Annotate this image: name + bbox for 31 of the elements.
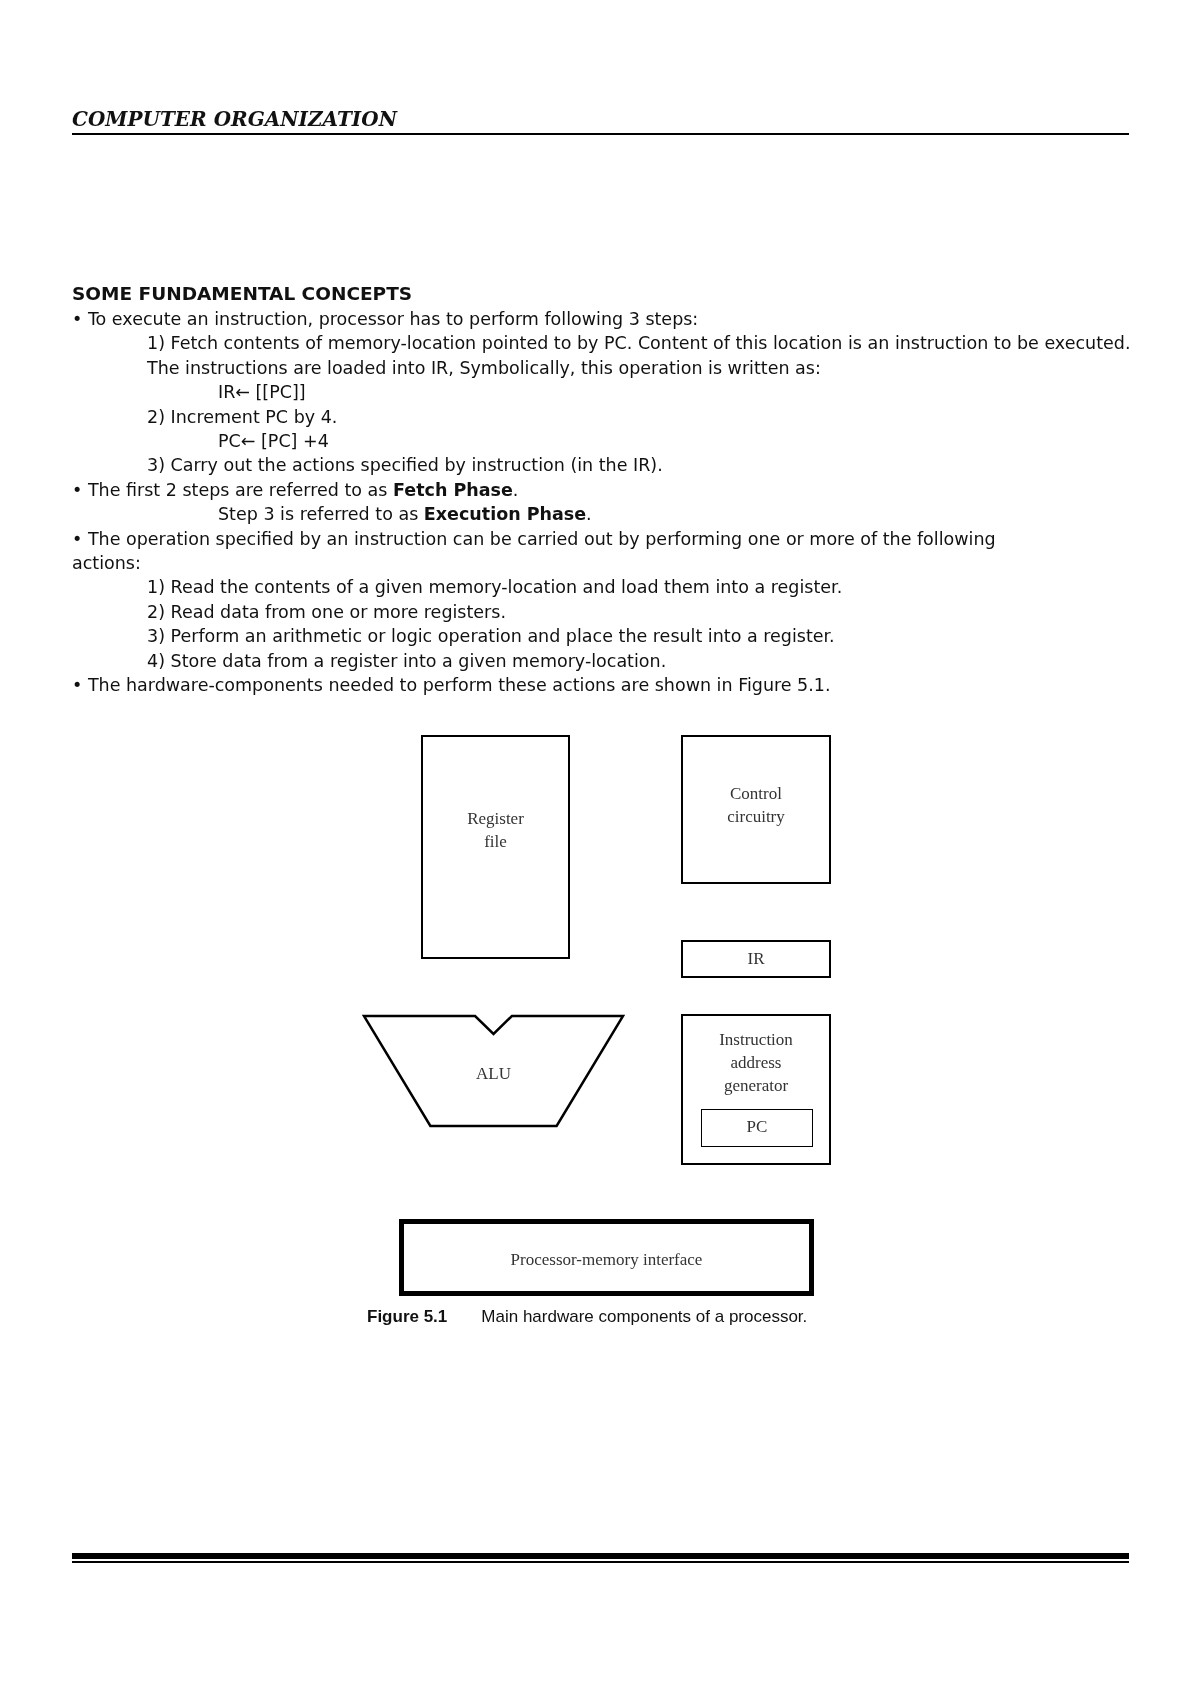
paragraph: 4) Store data from a register into a given memory-location.	[147, 649, 668, 673]
component-label: ALU	[475, 1063, 512, 1085]
running-header: COMPUTER ORGANIZATION	[72, 106, 397, 132]
figure-caption: Figure 5.1 Main hardware components of a processor.	[367, 1306, 808, 1328]
paragraph: • The hardware-components needed to perform these actions are shown in Figure 5.1.	[72, 674, 832, 697]
component-label: Register file	[466, 808, 525, 853]
paragraph: 2) Increment PC by 4.	[147, 405, 339, 429]
component-label: Instruction address generator	[718, 1029, 794, 1097]
component-box	[701, 1109, 813, 1147]
paragraph: Step 3 is referred to as Execution Phase.	[218, 503, 593, 527]
paragraph: 1) Read the contents of a given memory-location and load them into a register.	[147, 576, 844, 600]
component-label: Control circuitry	[726, 783, 786, 828]
paragraph: 3) Perform an arithmetic or logic operation and place the result into a register.	[147, 625, 836, 649]
paragraph: • To execute an instruction, processor has to perform following 3 steps:	[72, 308, 700, 331]
section-heading: SOME FUNDAMENTAL CONCEPTS	[72, 282, 413, 306]
paragraph: PC← [PC] +4	[218, 430, 330, 453]
component-label: IR	[746, 948, 766, 970]
paragraph: 2) Read data from one or more registers.	[147, 600, 507, 624]
component-box	[681, 1014, 831, 1165]
paragraph: 1) Fetch contents of memory-location pointed to by PC. Content of this location is an instruction to be executed. The instructions are loaded into IR, Symbolically, this operation is written as:	[147, 332, 1132, 380]
alu-shape	[362, 1014, 625, 1128]
component-label: Processor-memory interface	[509, 1249, 704, 1271]
component-box	[681, 940, 831, 978]
component-box	[399, 1219, 814, 1296]
paragraph: IR← [[PC]]	[218, 381, 307, 405]
component-box	[681, 735, 831, 884]
component-box	[421, 735, 570, 959]
component-label: PC	[745, 1116, 769, 1138]
paragraph: 3) Carry out the actions specified by instruction (in the IR).	[147, 454, 664, 478]
paragraph: • The first 2 steps are referred to as Fetch Phase.	[72, 478, 520, 502]
paragraph: • The operation specified by an instruction can be carried out by performing one or more of the following actions:	[72, 527, 997, 575]
